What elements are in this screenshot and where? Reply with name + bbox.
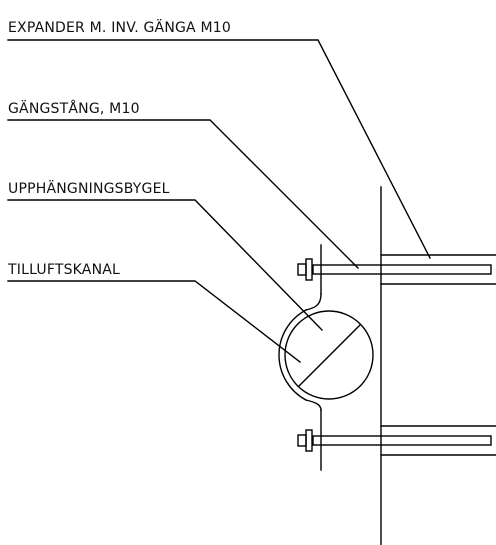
expander-lower	[380, 425, 496, 456]
label-expander: EXPANDER M. INV. GÄNGA M10	[8, 18, 231, 36]
label-supply-duct: TILLUFTSKANAL	[7, 262, 120, 278]
leader-hanger-bracket	[7, 199, 323, 331]
leader-threaded-rod	[7, 119, 359, 269]
threaded-rod-lower	[312, 435, 492, 446]
label-hanger-bracket: UPPHÄNGNINGSBYGEL	[8, 179, 170, 197]
leader-expander	[7, 39, 431, 259]
threaded-rod-upper	[312, 264, 492, 275]
hanger-bracket	[278, 244, 322, 471]
nut-lower	[297, 429, 313, 452]
leader-supply-duct	[7, 280, 301, 363]
nut-upper	[297, 258, 313, 281]
supply-duct	[284, 310, 374, 400]
label-threaded-rod: GÄNGSTÅNG, M10	[8, 99, 140, 117]
expander-upper	[380, 254, 496, 285]
